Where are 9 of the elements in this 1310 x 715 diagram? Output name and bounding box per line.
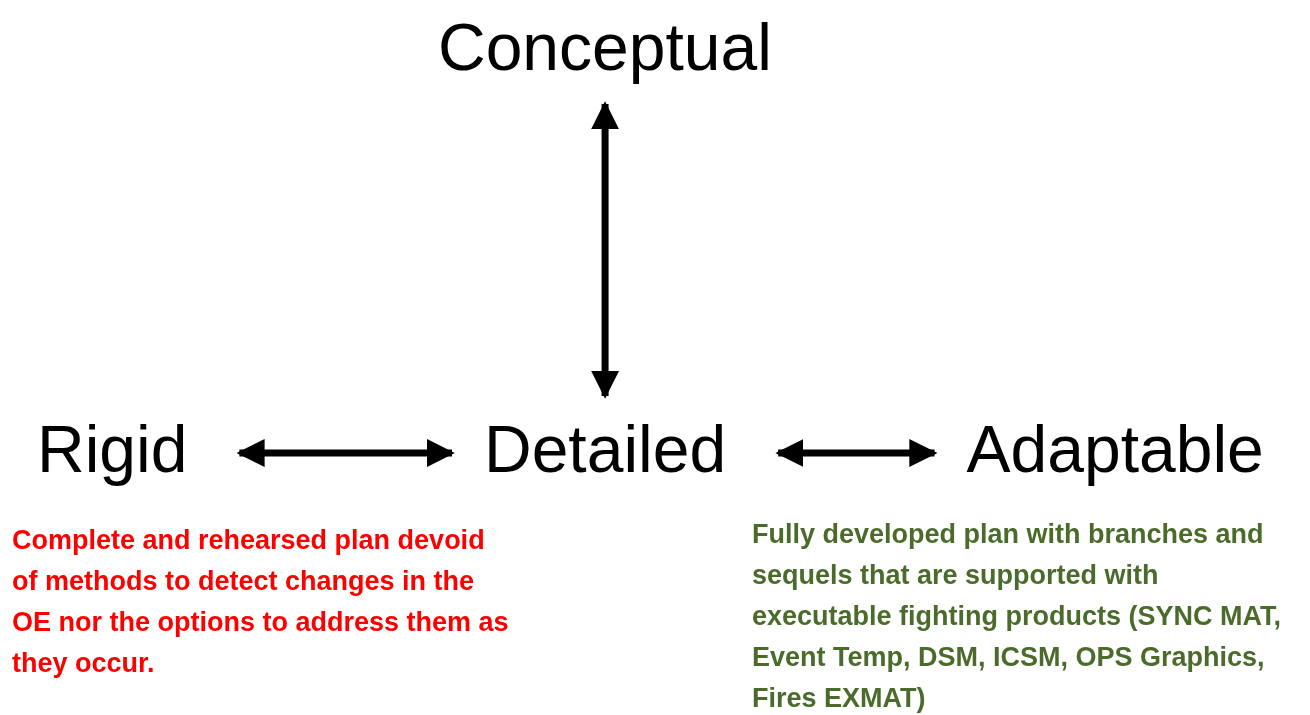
node-label: Rigid: [37, 410, 188, 488]
node-label: Conceptual: [438, 8, 772, 86]
node-label: Detailed: [484, 410, 727, 488]
double-arrow: [236, 439, 455, 467]
double-arrow: [591, 101, 620, 399]
double-arrow: [775, 439, 938, 467]
node-label: Adaptable: [966, 410, 1264, 488]
description-text: Complete and rehearsed plan devoid of methods to detect changes in the OE nor the options to address them as they occur.: [12, 524, 510, 680]
description-text: Fully developed plan with branches and sequels that are supported with executable fighting products (SYNC MAT, Event Temp, DSM, ICSM, OPS Graphics, Fires EXMAT): [752, 518, 1283, 715]
